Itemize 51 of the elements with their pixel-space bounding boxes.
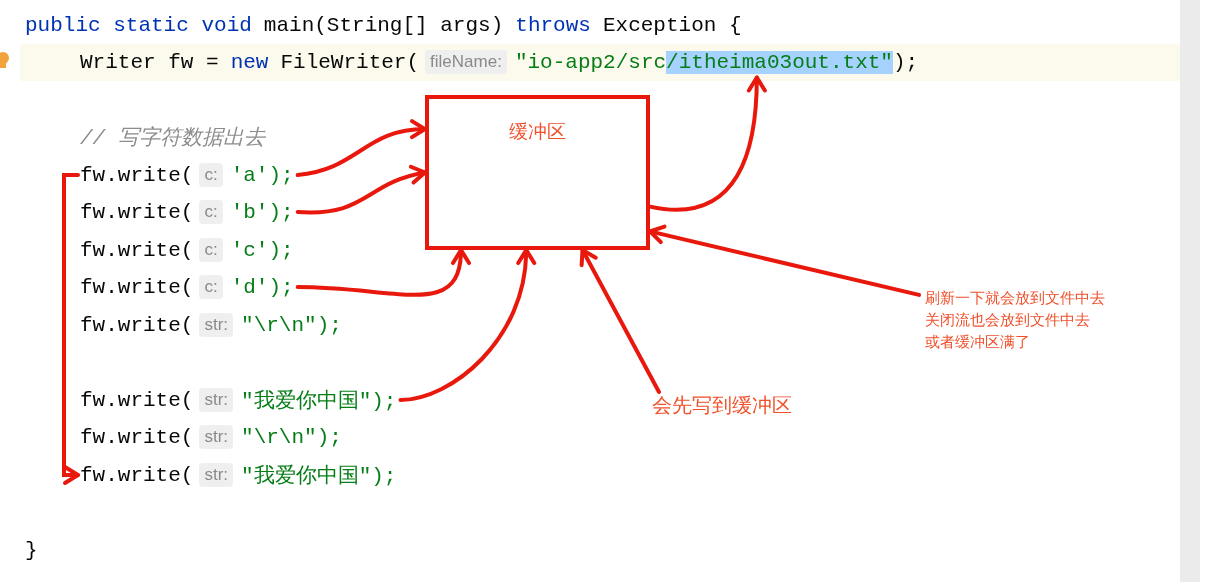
code-text: fw.write( [80,163,194,187]
code-text: fw.write( [80,425,194,449]
code-text: ); [892,50,919,74]
code-text: fw.write( [80,388,194,412]
arrow [295,165,427,215]
code-text: FileWriter( [280,50,420,74]
parameter-hint: str: [199,463,234,487]
code-text: "\r\n"); [241,425,342,449]
buffer-box [425,95,650,250]
arrow [398,248,536,402]
arrow [648,75,767,212]
code-text: fw.write( [80,238,194,262]
code-text: 'c'); [230,238,294,262]
code-text: main(String[] args) [263,13,504,37]
annotation-text: 关闭流也会放到文件中去 [925,310,1091,331]
code-text: "io-app2/src [514,50,667,74]
parameter-hint: c: [199,163,223,187]
code-text: Exception { [602,13,742,37]
code-text: throws [515,13,591,37]
code-text: "我爱你中国"); [241,388,397,414]
code-text: fw.write( [80,313,194,337]
arrow [62,173,80,485]
parameter-hint: c: [199,200,223,224]
code-text: "\r\n"); [241,313,342,337]
arrow [295,248,470,297]
code-text: 'a'); [230,163,294,187]
annotation-text: 刷新一下就会放到文件中去 [925,288,1105,309]
parameter-hint: c: [199,275,223,299]
arrow [579,248,661,394]
annotation-text: 或者缓冲区满了 [925,332,1031,353]
code-comment: // 写字符数据出去 [80,125,265,151]
parameter-hint: str: [199,388,234,412]
code-text: fw.write( [80,200,194,224]
code-text: "我爱你中国"); [241,463,397,489]
code-text: fw.write( [80,463,194,487]
code-text: } [25,538,38,562]
code-text: new [230,50,269,74]
parameter-hint: c: [199,238,223,262]
buffer-title: 缓冲区 [508,119,567,144]
selected-code-text: /itheima03out.txt" [666,50,893,74]
parameter-hint: str: [199,313,234,337]
code-text: fw.write( [80,275,194,299]
parameter-hint: str: [199,425,234,449]
code-text: public static void [25,13,252,37]
annotation-text: 会先写到缓冲区 [652,392,792,418]
code-text: 'd'); [230,275,294,299]
code-text: 'b'); [230,200,294,224]
parameter-hint: fileName: [425,50,507,74]
arrow [295,119,427,177]
arrow [648,224,921,297]
code-text: Writer fw = [80,50,219,74]
